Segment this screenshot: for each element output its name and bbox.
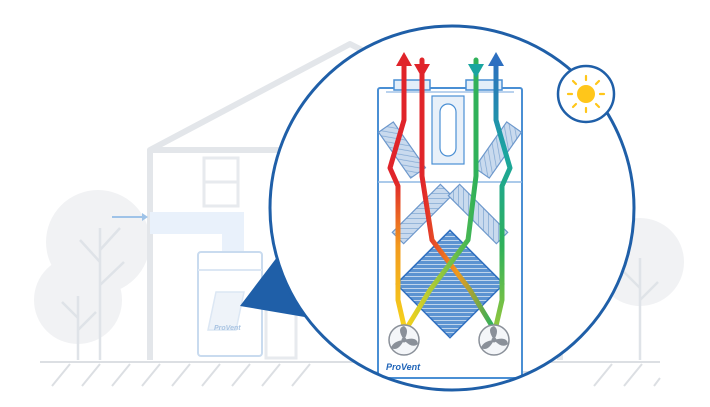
sun-badge — [556, 64, 616, 124]
arrow-down-icon — [414, 64, 430, 78]
small-ventilation-unit: ProVent — [197, 251, 263, 357]
zoom-circle-outline — [268, 24, 636, 392]
fan-left — [388, 324, 420, 356]
zoom-content: ProVent — [280, 52, 620, 379]
airflow-paths — [387, 57, 513, 329]
fan-icon — [391, 326, 418, 349]
tree-branches — [61, 227, 659, 360]
arrow-up-icon — [488, 52, 504, 66]
fan-right — [478, 324, 510, 356]
unit-logo: ProVent — [386, 362, 421, 372]
supply-duct — [112, 212, 244, 254]
small-unit-logo: ProVent — [214, 325, 241, 332]
ground — [40, 361, 661, 387]
sun-icon — [566, 74, 606, 114]
flow-arrows — [396, 52, 504, 78]
arrow-up-icon — [396, 52, 412, 66]
heat-exchanger — [395, 229, 505, 339]
fan-icon — [481, 326, 508, 349]
arrow-down-icon — [468, 64, 484, 78]
